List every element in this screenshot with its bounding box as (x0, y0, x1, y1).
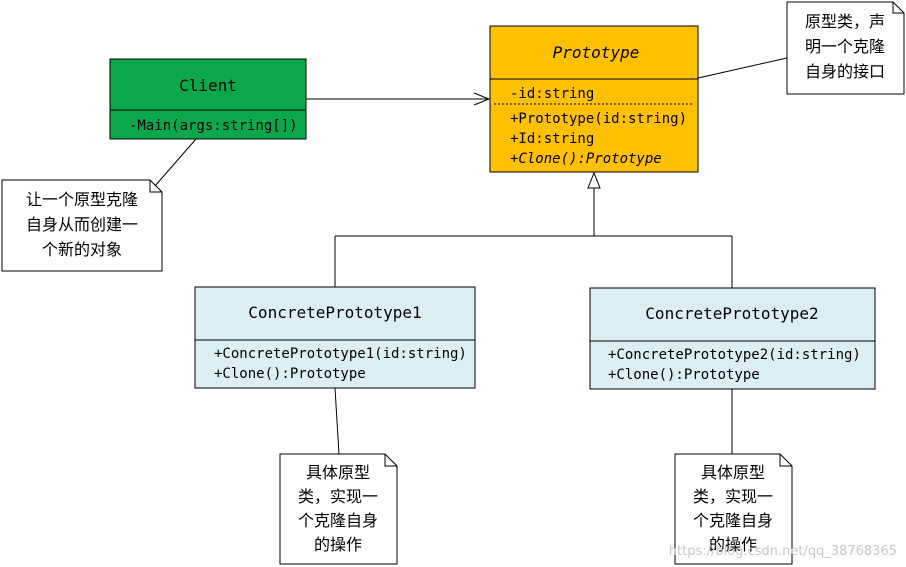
prototype-operation-clone: +Clone():Prototype (510, 151, 662, 167)
note-client-line-1: 让一个原型克隆 (26, 190, 138, 209)
note-concrete1-line-2: 类，实现一 (298, 487, 378, 506)
watermark: https://blog.csdn.net/qq_38768365 (669, 544, 897, 559)
note-concrete-prototype-2: 具体原型 类，实现一 个克隆自身 的操作 (674, 453, 793, 565)
class-client[interactable]: Client -Main(args:string[]) (109, 58, 307, 140)
note-client-line-3: 个新的对象 (42, 240, 122, 259)
concrete1-operation-constructor: +ConcretePrototype1(id:string) (214, 346, 467, 362)
note-client-line-2: 自身从而创建一 (26, 215, 138, 234)
prototype-operation-constructor: +Prototype(id:string) (510, 111, 687, 127)
generalization-tree (334, 171, 733, 288)
note-prototype-line-3: 自身的接口 (805, 62, 885, 81)
prototype-operation-id: +Id:string (510, 131, 594, 147)
inheritance-arrowhead (587, 171, 601, 189)
class-name-concrete-prototype-2: ConcretePrototype2 (645, 304, 818, 323)
class-name-client: Client (179, 76, 237, 95)
concrete1-operation-clone: +Clone():Prototype (214, 366, 366, 382)
concrete2-operation-clone: +Clone():Prototype (608, 367, 760, 383)
class-concrete-prototype-2[interactable]: ConcretePrototype2 +ConcretePrototype2(i… (589, 287, 876, 390)
note-concrete1-line-1: 具体原型 (306, 463, 370, 482)
class-name-concrete-prototype-1: ConcretePrototype1 (248, 303, 421, 322)
association-client-prototype (306, 92, 491, 106)
class-prototype[interactable]: Prototype -id:string +Prototype(id:strin… (489, 25, 699, 173)
note-connector-prototype (697, 57, 788, 79)
note-concrete2-line-1: 具体原型 (701, 463, 765, 482)
note-concrete-prototype-1: 具体原型 类，实现一 个克隆自身 的操作 (279, 453, 398, 565)
note-concrete1-line-3: 个克隆自身 (298, 511, 378, 530)
class-concrete-prototype-1[interactable]: ConcretePrototype1 +ConcretePrototype1(i… (194, 286, 476, 389)
note-connector-client (147, 138, 197, 195)
note-prototype-line-1: 原型类，声 (805, 12, 885, 31)
note-concrete2-line-3: 个克隆自身 (693, 511, 773, 530)
prototype-attribute-id: -id:string (510, 86, 594, 102)
class-name-prototype: Prototype (553, 43, 640, 62)
note-concrete1-line-4: 的操作 (314, 535, 362, 554)
concrete2-operation-constructor: +ConcretePrototype2(id:string) (608, 347, 861, 363)
note-prototype-line-2: 明一个克隆 (805, 37, 885, 56)
note-connector-concrete1 (334, 387, 340, 455)
client-operation-main: -Main(args:string[]) (129, 118, 298, 134)
note-prototype: 原型类，声 明一个克隆 自身的接口 (786, 1, 905, 95)
note-client: 让一个原型克隆 自身从而创建一 个新的对象 (1, 179, 163, 272)
note-concrete2-line-4: 的操作 (709, 535, 757, 554)
note-concrete2-line-2: 类，实现一 (693, 487, 773, 506)
